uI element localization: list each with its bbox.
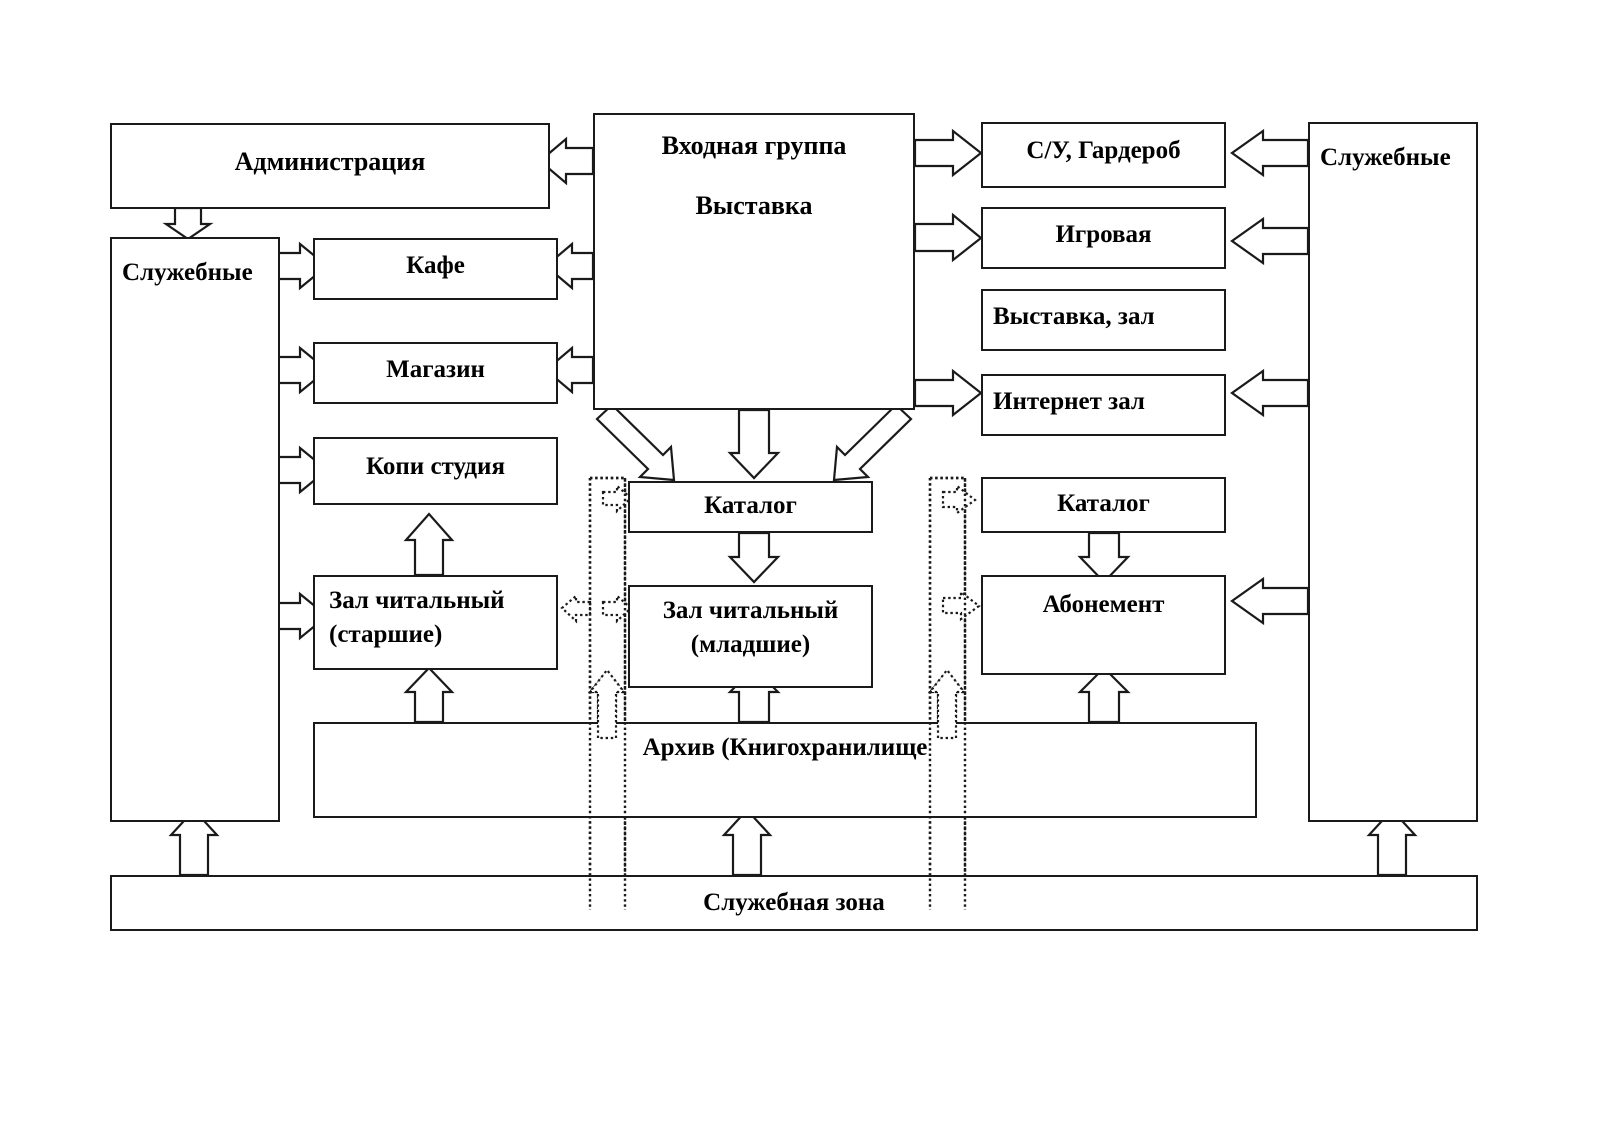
box-left-service[interactable]: Служебные — [110, 237, 280, 822]
label-right-service: Служебные — [1320, 144, 1451, 171]
label-playroom: Игровая — [1055, 221, 1152, 248]
arrow-right-service-to-internet — [1230, 368, 1310, 418]
label-reading-room-senior-line2: (старшие) — [329, 621, 443, 648]
label-left-service: Служебные — [122, 259, 253, 286]
box-subscription[interactable]: Абонемент — [981, 575, 1226, 675]
label-reading-room-senior-line1: Зал читальный — [329, 587, 505, 614]
label-catalog-right: Каталог — [1057, 490, 1150, 517]
dotted-corridor-center — [588, 476, 627, 910]
label-cafe: Кафе — [406, 252, 465, 279]
label-entrance-group-line2: Выставка — [695, 191, 813, 220]
arrow-entrance-to-catalog-center — [727, 408, 781, 480]
dotted-corridor-right-top — [928, 476, 967, 910]
label-catalog-center: Каталог — [704, 492, 797, 519]
dotted-arrow-corridor-right-to-subscription — [941, 589, 981, 622]
label-administration: Администрация — [234, 147, 426, 176]
label-entrance-group-line1: Входная группа — [661, 131, 847, 160]
label-archive: Архив (Книгохранилище — [642, 734, 928, 761]
dotted-arrow-corridor-right-to-catalog — [941, 483, 977, 516]
label-reading-room-junior-line2: (младшие) — [690, 631, 811, 658]
box-catalog-center[interactable]: Каталог — [628, 481, 873, 533]
label-shop: Магазин — [386, 356, 485, 383]
box-cafe[interactable]: Кафе — [313, 238, 558, 300]
arrow-right-service-to-subscription — [1230, 576, 1310, 626]
box-catalog-right[interactable]: Каталог — [981, 477, 1226, 533]
box-archive[interactable]: Архив (Книгохранилище — [313, 722, 1257, 818]
arrow-service-zone-to-archive — [721, 808, 773, 877]
dotted-arrow-corridor-center-to-catalog — [601, 483, 633, 514]
arrow-entrance-to-playroom — [913, 212, 983, 263]
box-playroom[interactable]: Игровая — [981, 207, 1226, 269]
label-subscription: Абонемент — [1042, 591, 1165, 618]
box-exhibition-hall[interactable]: Выставка, зал — [981, 289, 1226, 351]
dotted-arrow-corridor-center-to-readingroom-junior — [601, 593, 633, 624]
arrow-administration-to-left-service — [162, 206, 214, 241]
box-entrance-group[interactable]: Входная группа Выставка — [593, 113, 915, 410]
dotted-corridor-right — [928, 476, 967, 910]
arrow-entrance-to-catalog-right-diagonal — [832, 403, 913, 482]
arrow-readingroom-senior-to-copystudio — [403, 512, 455, 577]
box-reading-room-senior[interactable]: Зал читальный (старшие) — [313, 575, 558, 670]
label-service-zone: Служебная зона — [703, 889, 885, 916]
arrow-entrance-to-internet — [913, 368, 983, 418]
dotted-corridor-center-top — [588, 476, 627, 910]
box-wc-cloakroom[interactable]: С/У, Гардероб — [981, 122, 1226, 188]
box-copy-studio[interactable]: Копи студия — [313, 437, 558, 505]
arrow-right-service-to-wc — [1230, 128, 1310, 178]
box-shop[interactable]: Магазин — [313, 342, 558, 404]
label-wc-cloakroom: С/У, Гардероб — [1026, 137, 1181, 164]
label-internet-hall: Интернет зал — [993, 388, 1145, 415]
arrow-catalog-center-to-readingroom-junior — [727, 531, 781, 584]
box-service-zone[interactable]: Служебная зона — [110, 875, 1478, 931]
arrow-archive-to-subscription — [1077, 666, 1131, 724]
box-reading-room-junior[interactable]: Зал читальный (младшие) — [628, 585, 873, 688]
dotted-arrow-corridor-center-to-readingroom-senior — [560, 593, 592, 624]
arrow-archive-to-readingroom-senior — [403, 666, 455, 724]
box-right-service[interactable]: Служебные — [1308, 122, 1478, 822]
arrow-entrance-to-wc — [913, 128, 983, 178]
label-copy-studio: Копи студия — [366, 453, 505, 480]
box-internet-hall[interactable]: Интернет зал — [981, 374, 1226, 436]
label-exhibition-hall: Выставка, зал — [993, 303, 1155, 330]
arrow-entrance-to-copystudio-diagonal — [595, 403, 676, 482]
label-reading-room-junior-line1: Зал читальный — [662, 597, 839, 624]
box-administration[interactable]: Администрация — [110, 123, 550, 209]
arrow-right-service-to-playroom — [1230, 216, 1310, 266]
